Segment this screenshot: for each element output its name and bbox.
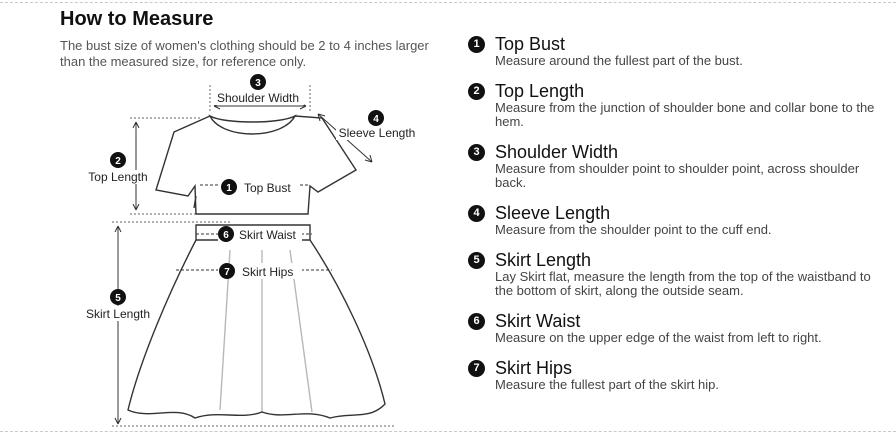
label-top-bust: 1 Top Bust [220, 179, 298, 195]
skirt-garment [127, 224, 386, 419]
badge-6: 6 [468, 312, 485, 330]
instruction-desc: Measure from the shoulder point to the c… [495, 222, 772, 237]
instruction-desc: Measure the fullest part of the skirt hi… [495, 377, 719, 392]
badge-2: 2 [115, 156, 121, 167]
badge-3: 3 [255, 78, 261, 89]
badge-2: 2 [468, 82, 485, 100]
instruction-skirt-length: 5 Skirt Length Lay Skirt flat, measure t… [468, 250, 888, 298]
instruction-skirt-waist: 6 Skirt Waist Measure on the upper edge … [468, 311, 888, 345]
instruction-sleeve-length: 4 Sleeve Length Measure from the shoulde… [468, 203, 888, 237]
instruction-title: Top Bust [495, 34, 566, 54]
skirt-hips-label: Skirt Hips [242, 265, 293, 279]
bottom-divider [0, 431, 896, 432]
page-subtitle: The bust size of women's clothing should… [60, 38, 429, 69]
shoulder-width-label: Shoulder Width [217, 91, 299, 105]
label-sleeve-length: 4 Sleeve Length [336, 110, 418, 140]
instruction-top-length: 2 Top Length Measure from the junction o… [468, 81, 888, 129]
label-top-length: 2 Top Length [84, 152, 152, 184]
badge-1: 1 [226, 183, 232, 194]
instruction-desc: Measure on the upper edge of the waist f… [495, 330, 822, 345]
instruction-title: Sleeve Length [495, 203, 611, 223]
top-garment [155, 114, 357, 215]
label-skirt-waist: 6 Skirt Waist [218, 226, 302, 242]
top-bust-label: Top Bust [244, 181, 291, 195]
instruction-title: Skirt Length [495, 250, 592, 270]
instruction-title: Shoulder Width [495, 142, 619, 162]
top-divider [0, 2, 896, 3]
top-length-label: Top Length [88, 170, 147, 184]
instruction-desc: Measure from the junction of shoulder bo… [495, 100, 875, 129]
instructions-list: 1 Top Bust Measure around the fullest pa… [468, 34, 888, 405]
instruction-shoulder-width: 3 Shoulder Width Measure from shoulder p… [468, 142, 888, 190]
skirt-length-label: Skirt Length [86, 307, 150, 321]
instruction-desc: Measure around the fullest part of the b… [495, 53, 743, 68]
badge-4: 4 [468, 204, 485, 222]
page-title: How to Measure [60, 8, 214, 30]
instruction-desc: Lay Skirt flat, measure the length from … [495, 269, 871, 298]
instruction-top-bust: 1 Top Bust Measure around the fullest pa… [468, 34, 888, 68]
badge-5: 5 [115, 293, 121, 304]
instruction-title: Skirt Hips [495, 358, 573, 378]
measurement-diagram: 3 Shoulder Width 4 Sleeve Length 2 Top L… [80, 74, 418, 427]
badge-3: 3 [468, 143, 485, 161]
badge-1: 1 [468, 35, 485, 53]
label-skirt-hips: 7 Skirt Hips [218, 263, 302, 279]
badge-6: 6 [223, 230, 229, 241]
badge-7: 7 [468, 359, 485, 377]
label-skirt-length: 5 Skirt Length [80, 289, 156, 321]
sleeve-length-label: Sleeve Length [339, 126, 416, 140]
label-shoulder-width: 3 Shoulder Width [212, 74, 304, 105]
badge-4: 4 [373, 114, 379, 125]
instruction-title: Skirt Waist [495, 311, 581, 331]
instruction-title: Top Length [495, 81, 585, 101]
badge-5: 5 [468, 251, 485, 269]
instruction-desc: Measure from shoulder point to shoulder … [495, 161, 860, 190]
skirt-waist-label: Skirt Waist [239, 228, 297, 242]
instruction-skirt-hips: 7 Skirt Hips Measure the fullest part of… [468, 358, 888, 392]
badge-7: 7 [224, 267, 230, 278]
